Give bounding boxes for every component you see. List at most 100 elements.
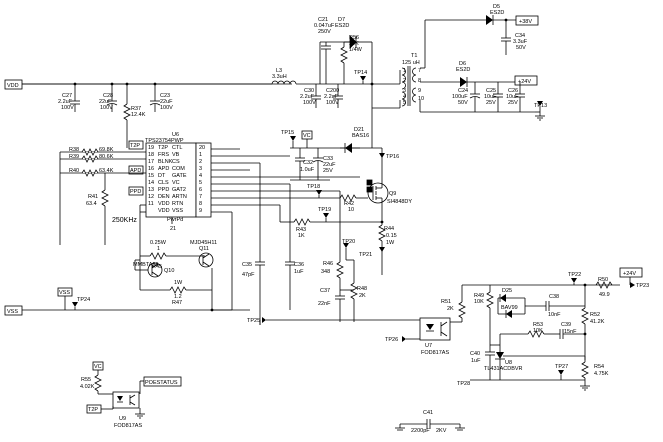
t1-pin-7: 7 [418, 68, 421, 74]
r44-rating: 1W [386, 240, 395, 246]
net-flag-plus24-right [619, 267, 643, 278]
u6-lpin-17: 17 [148, 159, 154, 165]
net-flag-plus24-top [514, 75, 538, 86]
c34-ref: C34 [515, 33, 525, 39]
u6-lpin-13: 13 [148, 187, 154, 193]
c36-ref: C36 [294, 262, 304, 268]
q9-ref: Q9 [389, 191, 396, 197]
c27-ref: C27 [62, 93, 72, 99]
u6-rname-1: VB [172, 152, 180, 158]
net-flag-poestatus [143, 376, 182, 387]
q11-ref: Q11 [199, 246, 209, 252]
u7-part: FOD817AS [421, 350, 449, 356]
d25-ref: D25 [502, 288, 512, 294]
resistor-r39: R39 80.6K [69, 154, 114, 163]
r45-rating: 0.25W [150, 240, 167, 246]
capacitor-c39: C39 15nF [559, 322, 585, 339]
c21-rating: 250V [318, 29, 331, 35]
c28-value: 22uF [99, 99, 112, 105]
net-label-vc-bottom: VC [94, 364, 102, 370]
test-point-tp20: TP20 [342, 239, 355, 248]
u6-body-right [195, 142, 212, 218]
r51-value: 2K [447, 306, 454, 312]
l3-ref: L3 [276, 68, 282, 74]
u8-part: TL431ACDBVR [484, 366, 523, 372]
r45-value: 1 [157, 246, 160, 252]
u6-lname-19: T2P [158, 145, 168, 151]
t1-pin-8: 8 [418, 78, 421, 84]
resistor-r52: R52 41.2K [581, 285, 605, 360]
r39-ref: R39 [69, 154, 79, 160]
test-point-tp23: TP23 [630, 282, 649, 289]
r47-value: 1.2 [174, 294, 182, 300]
c41-value: 2200pF [411, 428, 430, 434]
resistor-r47: 1W 1.2 R47 [169, 280, 212, 306]
c41-rating: 2KV [436, 428, 447, 434]
net-label-plus24-right: +24V [623, 271, 636, 277]
r39-value: 80.6K [99, 154, 114, 160]
frequency-label: 250KHz [112, 217, 137, 224]
mosfet-q9: Q9 SI4848DY [367, 176, 412, 215]
net-label-vc-ic: VC [303, 133, 311, 139]
resistor-r46: R46 348 [321, 255, 344, 290]
u6-lpin-12: 12 [148, 194, 154, 200]
c21-ref: C21 [318, 17, 328, 23]
c25-rating: 25V [486, 100, 496, 106]
test-point-tp24: TP24 [72, 297, 90, 310]
resistor-r40: R40 63.4K [69, 168, 114, 177]
r55-ref: R55 [81, 377, 91, 383]
capacitor-c25: C25 10uF 25V [484, 82, 503, 112]
c40-value: 1uF [471, 358, 481, 364]
c23-ref: C23 [160, 93, 170, 99]
r41-ref: R41 [88, 194, 98, 200]
r53-value: 10K [533, 328, 543, 334]
resistor-r44: R44 0.15 1W [378, 215, 397, 258]
u6-body [145, 142, 197, 218]
c34-value: 3.3uF [513, 39, 528, 45]
net-label-vdd-in: VDD [7, 83, 19, 89]
u6-rpin-8: 8 [199, 201, 202, 207]
net-label-vss-in: VSS [7, 309, 18, 315]
u6-rpin-7: 7 [199, 194, 202, 200]
u6-lname-17: BLNK [158, 159, 173, 165]
u6-lpin-16: 16 [148, 166, 154, 172]
r54-ref: R54 [594, 364, 604, 370]
c34-rating: 50V [516, 45, 526, 51]
r52-ref: R52 [590, 312, 600, 318]
u6-lpin-11: 11 [148, 201, 154, 207]
r52-value: 41.2K [590, 319, 605, 325]
d7-part: ES2D [335, 23, 349, 29]
u9-part: FOD817AS [114, 423, 142, 429]
r44-value: 0.15 [386, 233, 397, 239]
diode-d21: D21 BAS16 [340, 127, 369, 153]
r42-value: 10 [348, 207, 354, 213]
u6-lname-16: APD [158, 166, 169, 172]
r45-ref: R45 [152, 264, 162, 270]
diode-d5: D5 ES2D [486, 4, 516, 25]
c30-rating: 100V [303, 100, 316, 106]
u6-lname-15: DT [158, 173, 166, 179]
u6-rname-7: ARTN [172, 194, 187, 200]
test-point-tp28: TP28 [457, 381, 470, 387]
u6-rpin-6: 6 [199, 187, 202, 193]
r40-ref: R40 [69, 168, 79, 174]
resistor-r51: R51 2K [441, 285, 466, 322]
d7-ref: D7 [338, 17, 345, 23]
capacitor-c27: C27 2.2uF 100V [58, 84, 80, 112]
capacitor-c28: C28 22uF 100V [99, 84, 118, 112]
r43-value: 1K [298, 233, 305, 239]
u6-right-pins: CTL 20 VB 1 CS 2 COM 3 GATE 4 VC 5 GAT2 … [172, 145, 205, 214]
resistor-r54: R54 4.75K [581, 356, 609, 380]
l3-value: 3.3uH [272, 74, 287, 80]
c26-rating: 25V [508, 100, 518, 106]
ground-c41-right [455, 424, 465, 431]
r56-rating: 1/4W [349, 47, 363, 53]
d21-part: BAS16 [352, 133, 369, 139]
c28-ref: C28 [103, 93, 113, 99]
c26-value: 10uF [506, 94, 519, 100]
c27-value: 2.2uF [58, 99, 73, 105]
test-point-tp19: TP19 [318, 207, 331, 218]
test-point-tp18: TP18 [307, 184, 322, 195]
optocoupler-u7: U7 FOD817AS [419, 317, 451, 356]
u6-rname-3: COM [172, 166, 185, 172]
